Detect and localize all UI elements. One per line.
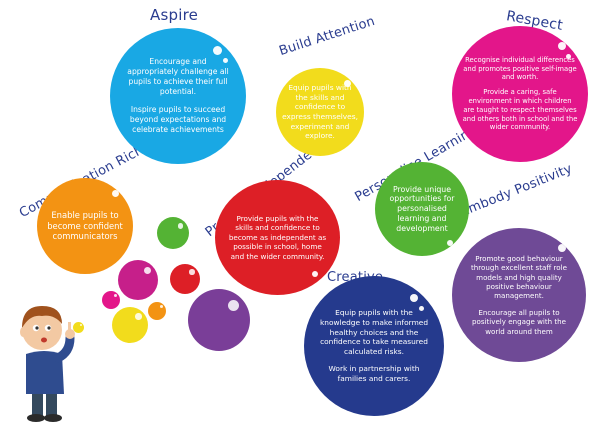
- boy-blowing-bubbles-icon: [20, 306, 75, 422]
- communication-rich-text: Enable pupils to become confident commun…: [47, 210, 123, 242]
- respect-text-1: Recognise individual differences and pro…: [463, 55, 577, 82]
- deco-bubble-pink: [102, 291, 120, 309]
- respect-text-2: Provide a caring, safe environment in wh…: [462, 88, 578, 132]
- respect-bubble: Recognise individual differences and pro…: [452, 26, 588, 162]
- aspire-text-1: Encourage and appropriately challenge al…: [127, 57, 229, 97]
- embody-positivity-title: Embody Positivity: [458, 161, 575, 220]
- embody-positivity-text-1: Promote good behaviour through excellent…: [471, 254, 567, 300]
- build-attention-title: Build Attention: [277, 13, 377, 60]
- deco-bubble-purple: [188, 289, 250, 351]
- promote-independence-text: Provide pupils with the skills and confi…: [228, 214, 327, 261]
- creative-text-1: Equip pupils with the knowledge to make …: [319, 308, 429, 356]
- promote-independence-bubble: Provide pupils with the skills and confi…: [215, 180, 340, 295]
- deco-bubble-orange: [148, 302, 166, 320]
- aspire-bubble: Encourage and appropriately challenge al…: [110, 28, 246, 164]
- deco-bubble-red: [170, 264, 200, 294]
- personalise-learning-bubble: Provide unique opportunities for persona…: [375, 162, 469, 256]
- communication-rich-bubble: Enable pupils to become confident commun…: [37, 178, 133, 274]
- deco-bubble-green: [157, 217, 189, 249]
- aspire-text-2: Inspire pupils to succeed beyond expecta…: [129, 104, 227, 134]
- deco-bubble-yellow: [112, 307, 148, 343]
- personalise-learning-text: Provide unique opportunities for persona…: [389, 184, 455, 233]
- embody-positivity-text-2: Encourage all pupils to positively engag…: [471, 308, 567, 336]
- build-attention-bubble: Equip pupils with the skills and confide…: [276, 68, 364, 156]
- embody-positivity-bubble: Promote good behaviour through excellent…: [452, 228, 586, 362]
- deco-bubble-tiny-yellow: [73, 322, 84, 333]
- deco-bubble-magenta: [118, 260, 158, 300]
- aspire-title: Aspire: [150, 6, 199, 24]
- creative-bubble: Equip pupils with the knowledge to make …: [304, 276, 444, 416]
- build-attention-text: Equip pupils with the skills and confide…: [282, 83, 358, 141]
- creative-text-2: Work in partnership with families and ca…: [328, 364, 420, 384]
